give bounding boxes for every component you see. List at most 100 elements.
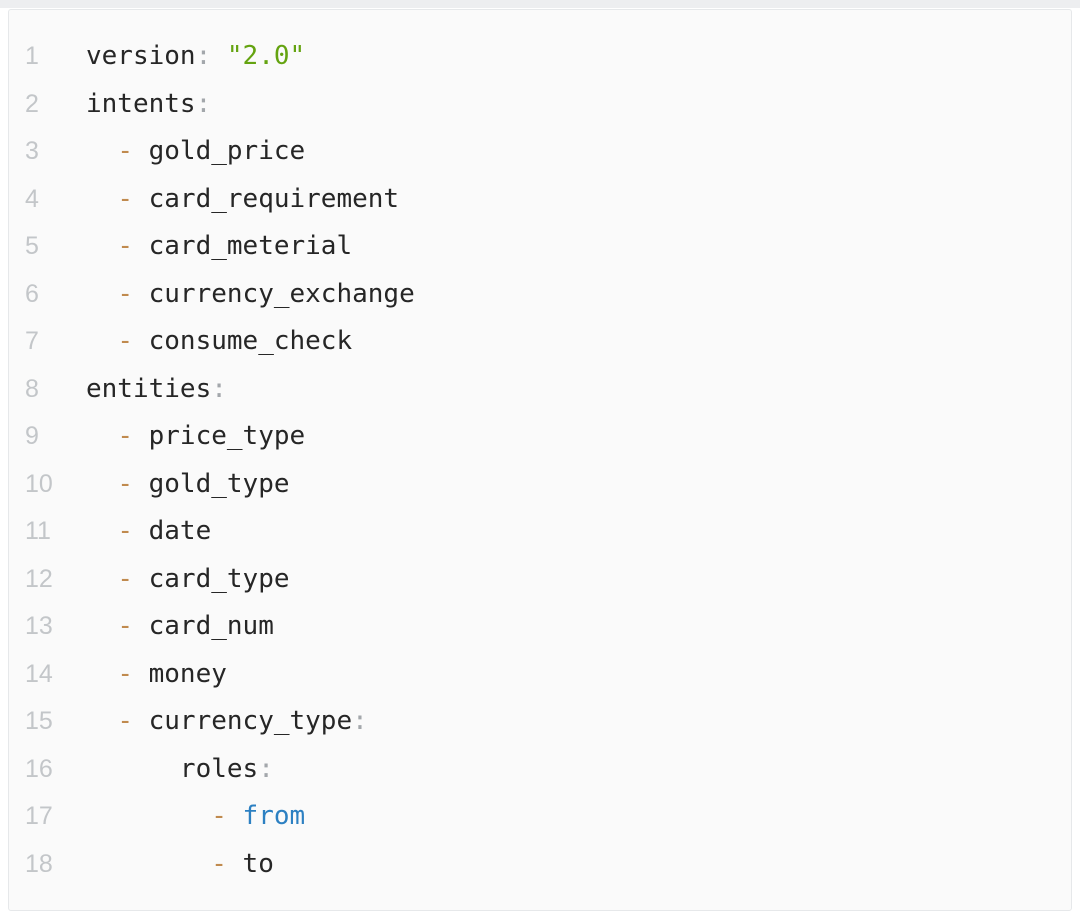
token-dash: - (117, 231, 133, 261)
line-number: 16 (25, 754, 53, 783)
code-text: - card_num (86, 603, 274, 651)
token-dash: - (117, 326, 133, 356)
token-text (86, 231, 117, 261)
code-text: - card_type (86, 556, 290, 604)
token-dash: - (117, 278, 133, 309)
code-line: 7 - consume_check (9, 318, 1071, 366)
code-text: - gold_type (86, 461, 290, 509)
token-text (86, 706, 117, 736)
token-text (86, 421, 117, 451)
line-number: 15 (25, 707, 53, 735)
code-line: 10 - gold_type (9, 461, 1071, 509)
token-text (86, 801, 211, 831)
token-text: to (226, 848, 274, 879)
token-text (86, 849, 211, 879)
code-line: 17 - from (9, 793, 1071, 841)
token-text: version (86, 41, 196, 71)
line-number: 13 (25, 612, 53, 640)
token-text: intents (86, 88, 196, 119)
token-text (86, 184, 117, 214)
line-number: 7 (25, 327, 39, 355)
code-line: 4 - card_requirement (9, 176, 1071, 224)
code-line: 12 - card_type (9, 556, 1071, 604)
token-text (211, 41, 227, 71)
code-text: - from (86, 793, 305, 841)
line-number: 5 (25, 232, 39, 260)
code-text: entities: (86, 366, 227, 414)
token-punct: : (211, 373, 227, 404)
token-dash: - (117, 706, 133, 736)
code-line: 6 - currency_exchange (9, 271, 1071, 319)
token-dash: - (117, 421, 133, 451)
token-dash: - (117, 183, 133, 214)
code-text: - card_requirement (86, 176, 399, 224)
token-string: "2.0" (226, 41, 306, 71)
token-keyword: from (242, 801, 306, 831)
token-text: price_type (132, 421, 306, 451)
token-punct: : (195, 88, 212, 119)
token-text: consume_check (132, 326, 353, 356)
token-dash: - (117, 136, 133, 166)
code-line: 14 - money (9, 651, 1071, 699)
code-line: 9 - price_type (9, 413, 1071, 461)
token-text (86, 136, 117, 166)
token-dash: - (117, 468, 133, 499)
token-text (86, 469, 117, 499)
code-text: roles: (86, 746, 274, 794)
code-text: - date (86, 508, 211, 556)
token-dash: - (211, 801, 227, 831)
token-dash: - (117, 611, 133, 641)
token-text (86, 611, 117, 641)
token-text: money (132, 658, 227, 689)
code-text: - to (86, 841, 274, 889)
token-dash: - (117, 516, 133, 546)
token-text: card_meterial (132, 231, 353, 261)
code-text: - gold_price (86, 128, 305, 176)
token-text: gold_type (132, 468, 290, 499)
code-line: 3 - gold_price (9, 128, 1071, 176)
token-text: gold_price (132, 136, 306, 166)
code-text: intents: (86, 81, 211, 129)
line-number: 4 (25, 184, 39, 213)
line-number: 2 (25, 89, 39, 118)
token-text: entities (86, 373, 212, 404)
token-punct: : (258, 753, 274, 784)
token-dash: - (211, 848, 227, 879)
code-line: 16 roles: (9, 746, 1071, 794)
code-text: - card_meterial (86, 223, 352, 271)
token-text (227, 801, 243, 831)
line-number: 3 (25, 137, 39, 165)
token-text: card_requirement (132, 183, 400, 214)
token-text: currency_type (132, 706, 353, 736)
token-text: card_num (132, 611, 274, 641)
line-number: 11 (25, 517, 51, 545)
line-number: 18 (25, 849, 53, 878)
line-number: 17 (25, 802, 53, 830)
code-text: - currency_type: (86, 698, 368, 746)
code-line: 2 intents: (9, 81, 1071, 129)
token-punct: : (352, 706, 368, 736)
token-text: card_type (132, 563, 290, 594)
token-text (86, 326, 117, 356)
token-text: currency_exchange (132, 278, 415, 309)
token-text: roles (86, 753, 259, 784)
token-text (86, 659, 117, 689)
line-number: 8 (25, 374, 39, 403)
code-line: 15 - currency_type: (9, 698, 1071, 746)
top-strip (0, 0, 1080, 8)
token-text: date (132, 516, 212, 546)
line-number: 6 (25, 279, 39, 308)
code-text: - consume_check (86, 318, 352, 366)
code-line: 18 - to (9, 841, 1071, 889)
code-line: 8 entities: (9, 366, 1071, 414)
line-number: 14 (25, 659, 53, 688)
token-dash: - (117, 658, 133, 689)
line-number: 12 (25, 564, 53, 593)
token-text (86, 279, 117, 309)
line-number: 10 (25, 469, 53, 498)
code-line: 13 - card_num (9, 603, 1071, 651)
code-text: - price_type (86, 413, 305, 461)
